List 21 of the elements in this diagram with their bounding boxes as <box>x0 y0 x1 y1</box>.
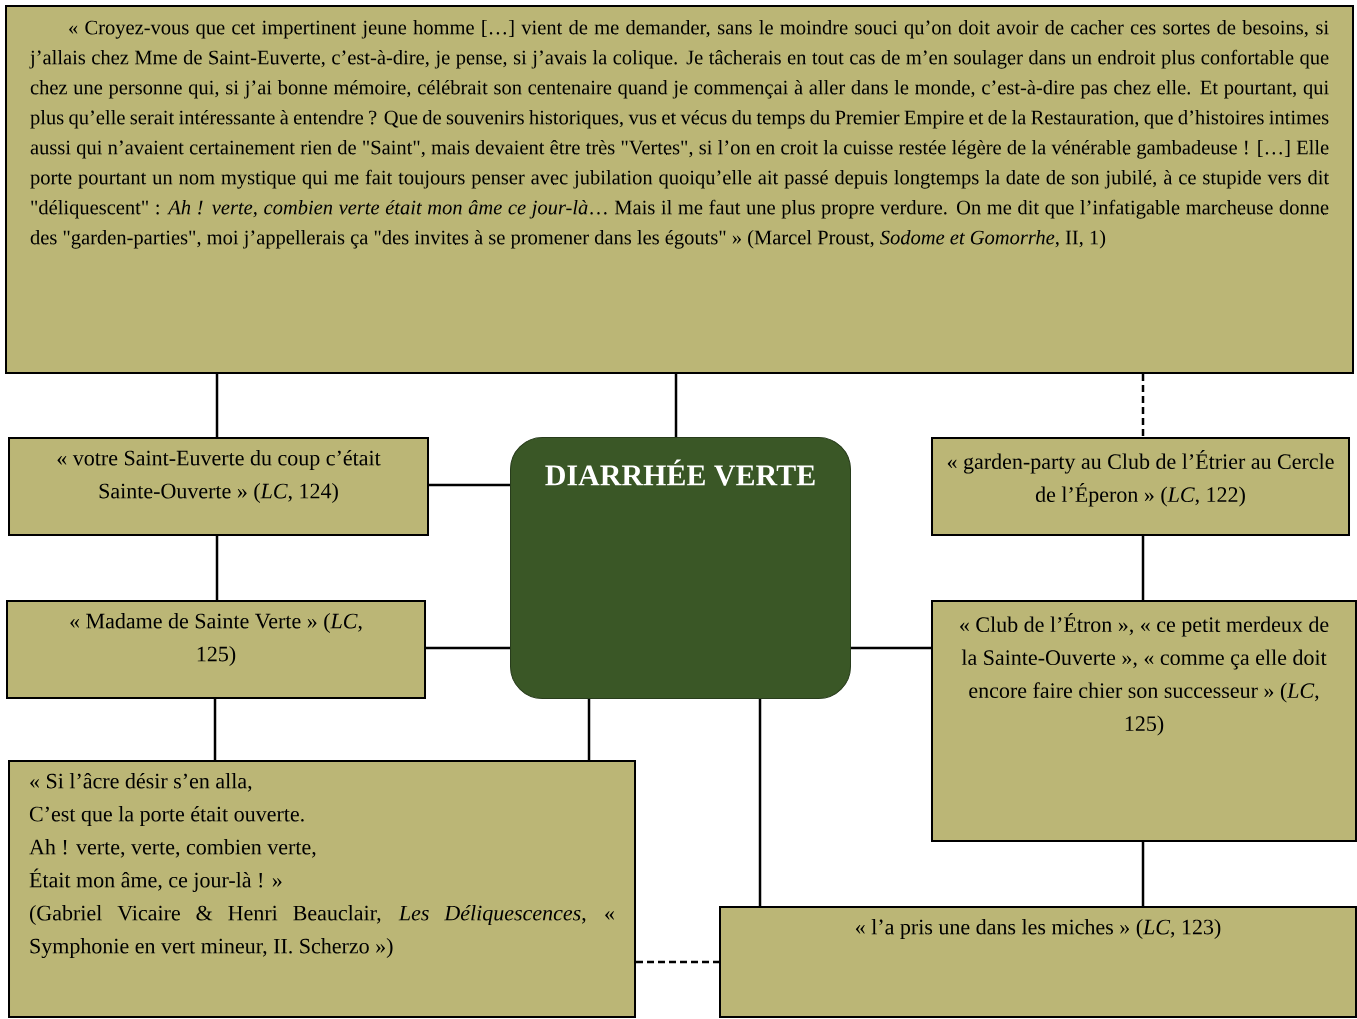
connector-line <box>1141 374 1145 437</box>
text-box: « Si l’âcre désir s’en alla, C’est que la porte était ouverte. Ah ! verte, verte, combien verte, Était mon âme, ce jour-là ! » (Gabriel Vicaire & Henri Beauclair, Les Déliquescences, « Symphonie en vert mineur, II. Scherzo ») <box>8 760 636 1018</box>
quote-box: « Croyez-vous que cet impertinent jeune homme […] vient de me demander, sans le moindre souci qu’on doit avoir de cacher ces sortes de besoins, si j’allais chez Mme de Saint-Euverte, c’est-à-dire, je pense, si j’avais la colique. Je tâcherais en tout cas de m’en soulager dans un endroit plus confortable que chez une personne qui, si j’ai bonne mémoire, célébrait son centenaire quand je commençai à aller dans le monde, c’est-à-dire pas chez elle. Et pourtant, qui plus qu’elle serait intéressante à entendre ? Que de souvenirs historiques, vus et vécus du temps du Premier Empire et de la Restauration, que d’histoires intimes aussi qui n’avaient certainement rien de "Saint", mais devaient être très "Vertes", si l’on en croit la cuisse restée légère de la vénérable gambadeuse ! […] Elle porte pourtant un nom mystique qui me fait toujours penser avec jubilation quoiqu’elle ait passé depuis longtemps la date de son jubilé, à ce stupide vers dit "déliquescent" : Ah ! verte, combien verte était mon âme ce jour-là… Mais il me faut une plus propre verdure. On me dit que l’infatigable marcheuse donne des "garden-parties", moi j’appellerais ça "des invites à se promener dans les égouts" » (Marcel Proust, Sodome et Gomorrhe, II, 1) <box>5 5 1354 374</box>
connector-line <box>1141 536 1145 600</box>
connector-line <box>758 699 762 906</box>
text-box: « garden-party au Club de l’Étrier au Cercle de l’Éperon » (LC, 122) <box>931 437 1350 536</box>
text-box: « l’a pris une dans les miches » (LC, 123) <box>719 906 1357 1018</box>
connector-line <box>851 646 931 650</box>
title-box: DIARRHÉE VERTE <box>510 437 851 699</box>
text-box: « votre Saint-Euverte du coup c’était Sainte-Ouverte » (LC, 124) <box>8 437 429 536</box>
connector-line <box>587 699 591 760</box>
connector-line <box>429 483 510 487</box>
connector-line <box>1141 842 1145 906</box>
connector-line <box>213 699 217 760</box>
text-box: « Madame de Sainte Verte » (LC, 125) <box>6 600 426 699</box>
connector-line <box>426 646 510 650</box>
connector-line <box>674 374 678 437</box>
connector-line <box>215 536 219 600</box>
connector-line <box>636 960 719 964</box>
connector-line <box>215 374 219 437</box>
text-box: « Club de l’Étron », « ce petit merdeux de la Sainte-Ouverte », « comme ça elle doit encore faire chier son successeur » (LC, 125) <box>931 600 1357 842</box>
